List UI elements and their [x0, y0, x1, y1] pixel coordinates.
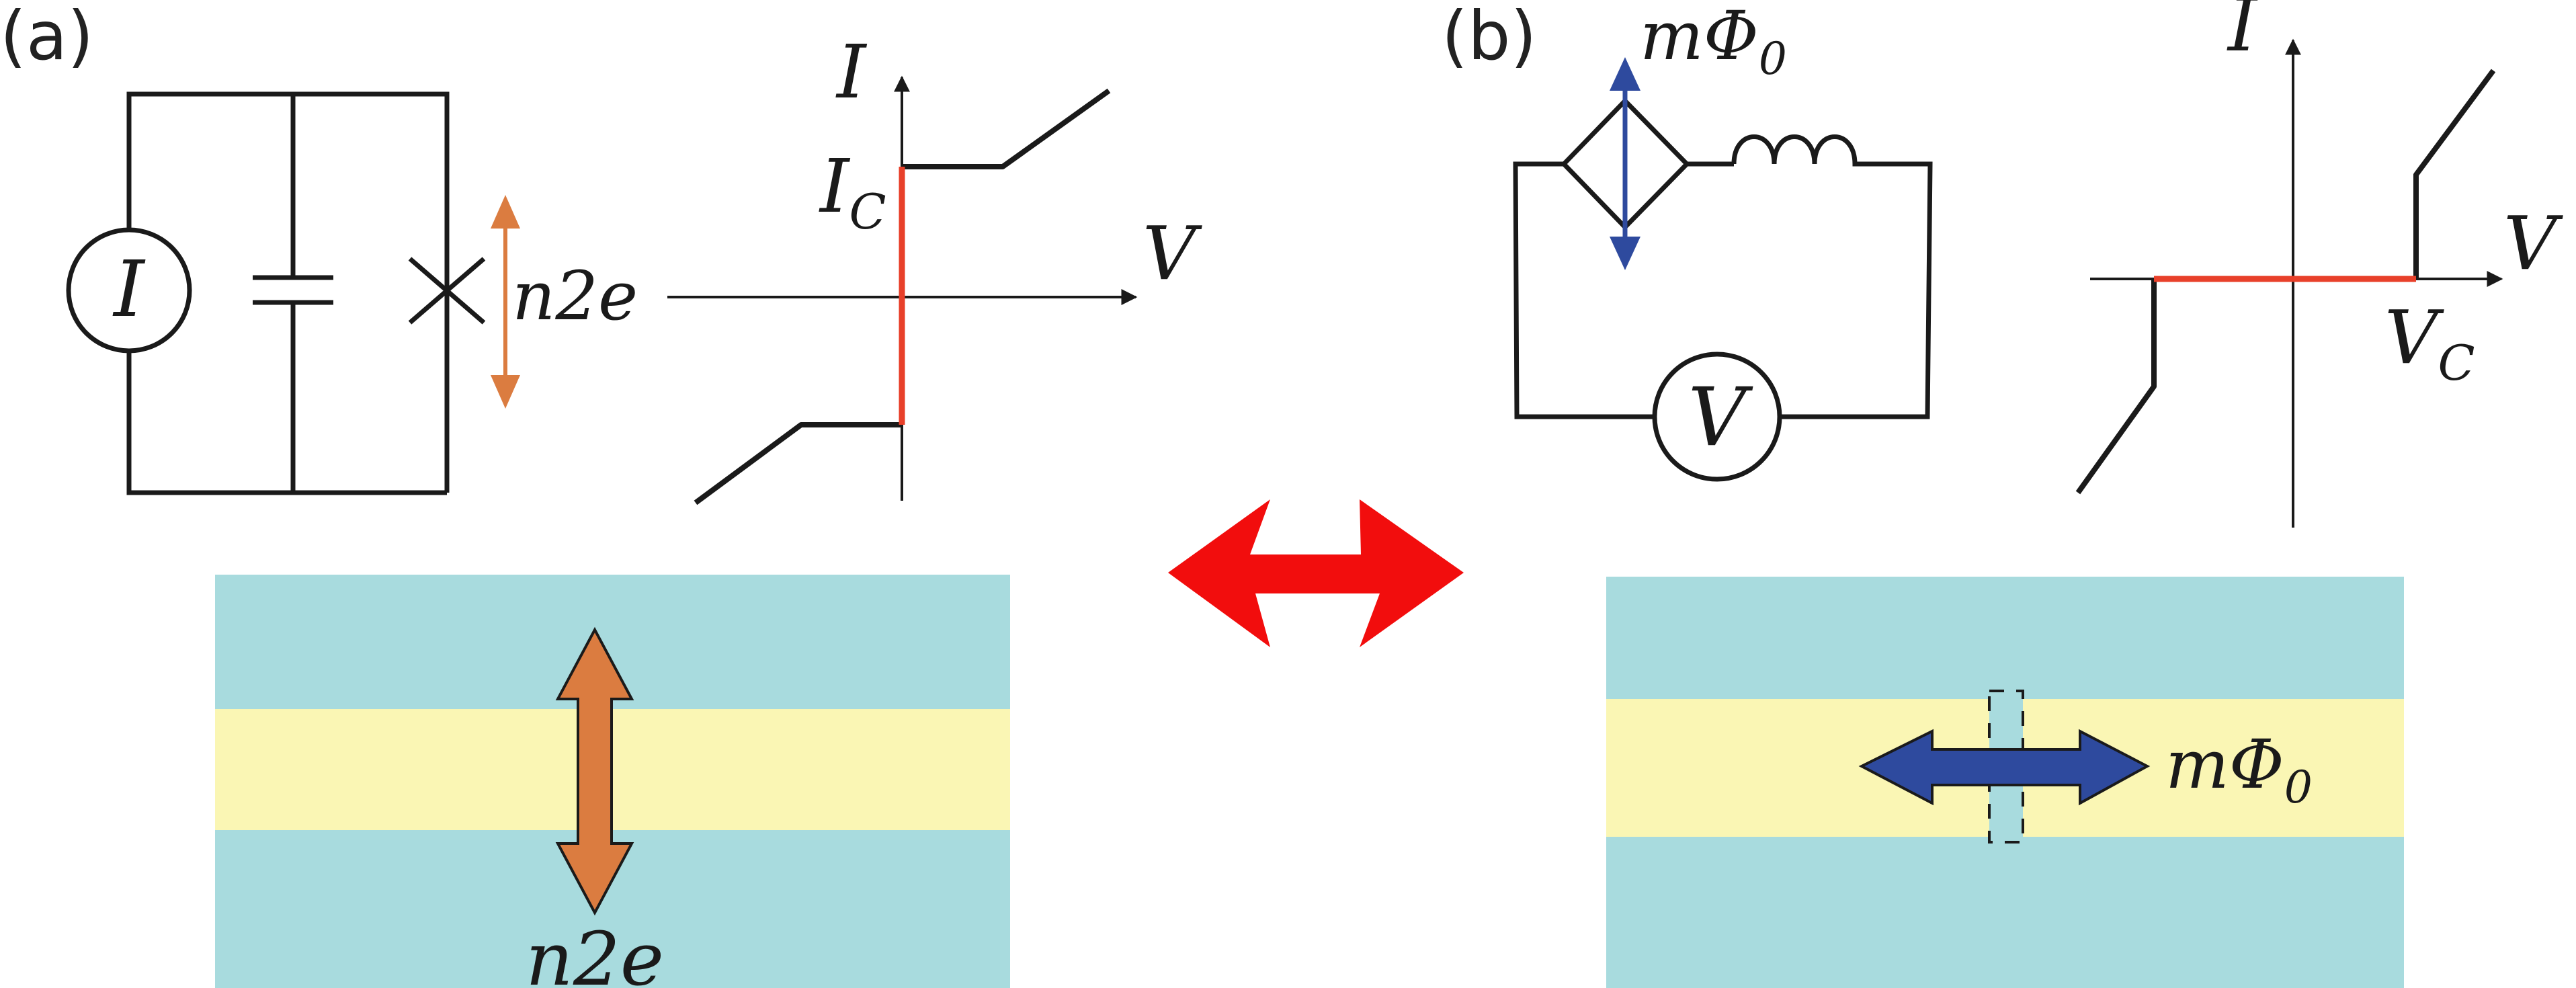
iv-curve-b [2075, 38, 2503, 528]
current-source-symbol [66, 227, 192, 354]
iv-b-current-label: I [2227, 0, 2259, 68]
charge-double-arrow [491, 195, 520, 409]
strip-b-flux-arrow [1858, 729, 2151, 806]
voltage-source-symbol [1652, 352, 1782, 482]
iv-a-upper-branch [902, 88, 1111, 169]
iv-curve-a [667, 75, 1138, 505]
charge-label: n2e [512, 257, 638, 335]
current-source-label: I [112, 245, 146, 335]
iv-a-critical-label: IC [819, 143, 886, 240]
iv-b-upper-branch [2413, 69, 2496, 279]
current-biased-circuit [126, 91, 486, 495]
strip-a-label: n2e [526, 916, 664, 988]
iv-a-voltage-label: V [1142, 210, 1202, 296]
voltage-biased-circuit [1513, 97, 1933, 419]
iv-b-lower-branch [2075, 279, 2157, 495]
iv-a-lower-branch [694, 422, 902, 505]
flux-double-arrow [1610, 57, 1640, 270]
iv-b-critical-label: VC [2384, 294, 2475, 391]
flux-label: mΦ0 [1640, 0, 1787, 85]
strip-a-charge-arrow [555, 626, 634, 916]
iv-a-current-label: I [835, 29, 868, 115]
strip-b-label: mΦ0 [2165, 725, 2313, 813]
iv-b-voltage-label: V [2503, 200, 2563, 286]
voltage-source-label: V [1688, 371, 1753, 464]
panel-b-label: (b) [1442, 0, 1537, 75]
panel-a-label: (a) [0, 0, 93, 75]
duality-arrow-icon [1168, 499, 1464, 647]
